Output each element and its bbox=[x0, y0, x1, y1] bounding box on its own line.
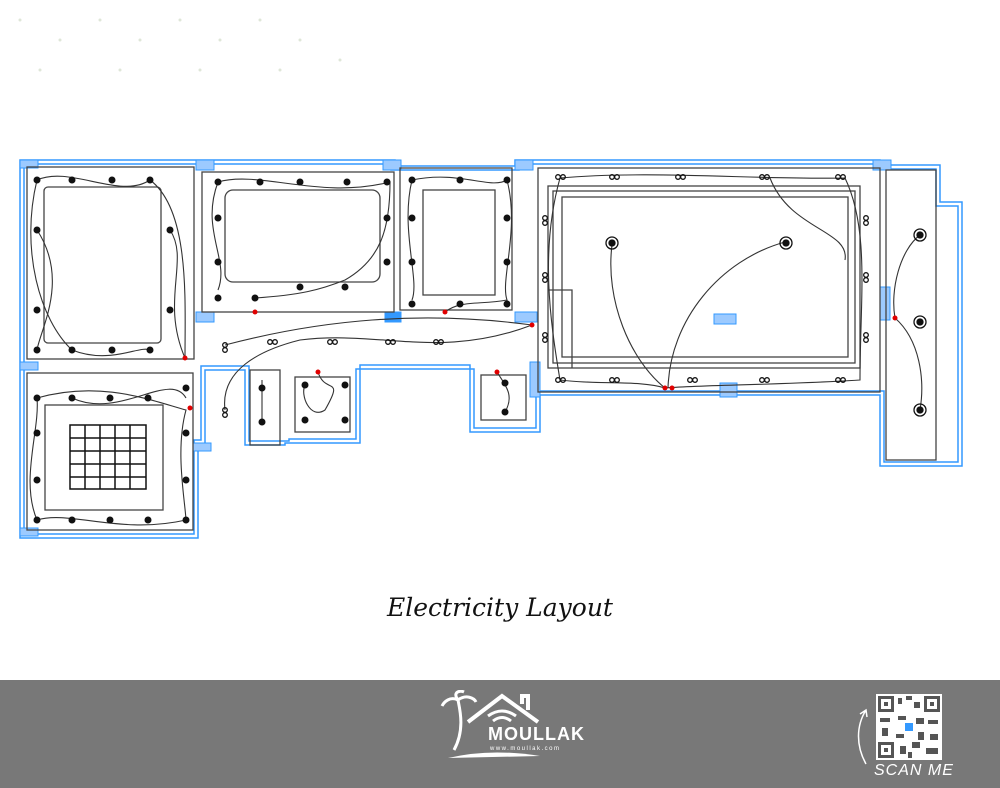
footer: MOULLAK www.moullak.com SCAN ME bbox=[0, 680, 1000, 788]
wiring bbox=[29, 174, 923, 526]
qr-code[interactable] bbox=[876, 694, 942, 760]
ceiling-lights bbox=[33, 176, 511, 524]
room-top-small bbox=[399, 167, 513, 311]
ceiling-grid bbox=[69, 424, 147, 490]
electrical-floor-plan bbox=[18, 18, 963, 539]
room-bath-1 bbox=[249, 369, 281, 446]
spot-lights bbox=[222, 174, 869, 418]
arrow-up-icon bbox=[857, 708, 868, 765]
room-bath-3 bbox=[480, 374, 527, 421]
room-bottom-left bbox=[26, 372, 194, 531]
palm-house-icon bbox=[440, 689, 540, 758]
room-outlines bbox=[26, 166, 937, 531]
brand-logo: MOULLAK www.moullak.com bbox=[440, 689, 584, 760]
scan-me-label: SCAN ME bbox=[874, 762, 954, 779]
brand-url: www.moullak.com bbox=[490, 746, 561, 752]
pendant-lights bbox=[605, 228, 927, 417]
drawing-title: Electricity Layout bbox=[387, 593, 613, 622]
room-living bbox=[537, 167, 881, 393]
wall-columns bbox=[19, 159, 892, 537]
room-bath-2 bbox=[294, 376, 351, 433]
switches bbox=[182, 309, 898, 411]
walls bbox=[19, 159, 963, 539]
room-top-middle bbox=[201, 171, 395, 313]
room-balcony bbox=[885, 169, 937, 461]
brand-name: MOULLAK bbox=[488, 724, 585, 744]
qr-code-icon bbox=[878, 696, 940, 758]
room-top-left bbox=[26, 166, 195, 360]
background-pattern bbox=[18, 18, 342, 72]
